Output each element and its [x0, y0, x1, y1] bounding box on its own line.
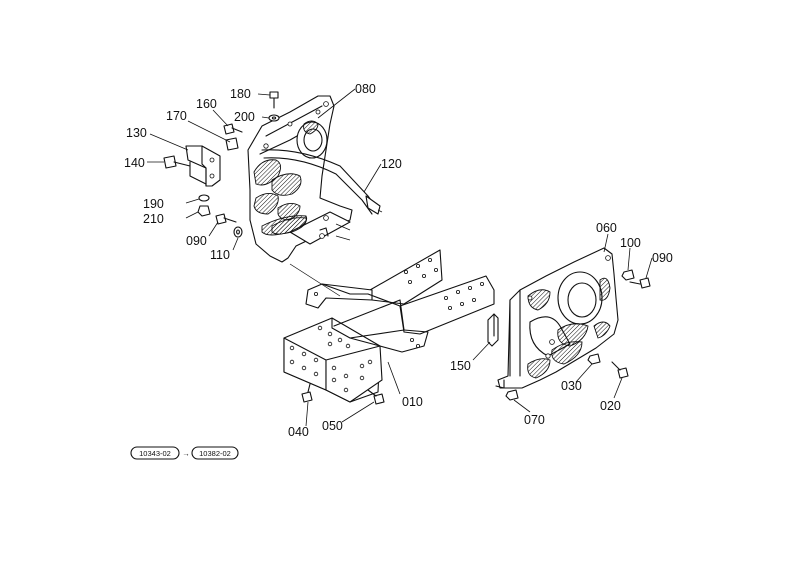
fastener-140 — [163, 155, 191, 169]
fastener-160 — [223, 123, 243, 135]
label-090-right: 090 — [652, 251, 673, 265]
clip-150 — [487, 313, 499, 347]
nut-070 — [505, 389, 519, 401]
label-200: 200 — [234, 110, 255, 124]
ref-to-text: 10382-02 — [199, 449, 231, 458]
label-030: 030 — [561, 379, 582, 393]
washer-110 — [233, 226, 243, 238]
label-070: 070 — [524, 413, 545, 427]
nut-030 — [587, 353, 601, 365]
small-left-bracket — [185, 145, 221, 187]
fastener-180 — [269, 91, 279, 109]
label-190: 190 — [143, 197, 164, 211]
washer-200 — [268, 114, 280, 122]
label-170: 170 — [166, 109, 187, 123]
fastener-040 — [301, 383, 313, 403]
right-support-bracket — [495, 247, 619, 389]
brace-rod — [261, 149, 383, 215]
main-frame — [283, 249, 495, 403]
label-020: 020 — [600, 399, 621, 413]
part-labels: 180 200 160 170 130 140 190 210 090 110 … — [124, 82, 673, 439]
label-140: 140 — [124, 156, 145, 170]
label-210: 210 — [143, 212, 164, 226]
label-100: 100 — [620, 236, 641, 250]
reference-tags: 10343-02 → 10382-02 — [130, 446, 239, 460]
nut-100 — [621, 269, 635, 281]
left-support-bracket — [247, 95, 353, 263]
label-010: 010 — [402, 395, 423, 409]
ref-arrow: → — [182, 449, 190, 458]
fastener-050 — [367, 389, 385, 405]
label-180: 180 — [230, 87, 251, 101]
label-040: 040 — [288, 425, 309, 439]
fastener-090-left — [215, 213, 237, 225]
label-150: 150 — [450, 359, 471, 373]
collar-170 — [225, 137, 239, 151]
nut-210 — [197, 205, 211, 217]
fastener-090-right — [629, 277, 651, 289]
label-160: 160 — [196, 97, 217, 111]
label-060: 060 — [596, 221, 617, 235]
label-090-left: 090 — [186, 234, 207, 248]
label-120: 120 — [381, 157, 402, 171]
label-080: 080 — [355, 82, 376, 96]
label-050: 050 — [322, 419, 343, 433]
label-130: 130 — [126, 126, 147, 140]
ref-from-text: 10343-02 — [139, 449, 171, 458]
ref-tag-to — [191, 446, 239, 460]
label-110: 110 — [210, 248, 230, 262]
ref-tag-from — [130, 446, 180, 460]
washer-190 — [198, 194, 210, 202]
fastener-020 — [611, 361, 629, 379]
leader-lines — [147, 88, 653, 427]
